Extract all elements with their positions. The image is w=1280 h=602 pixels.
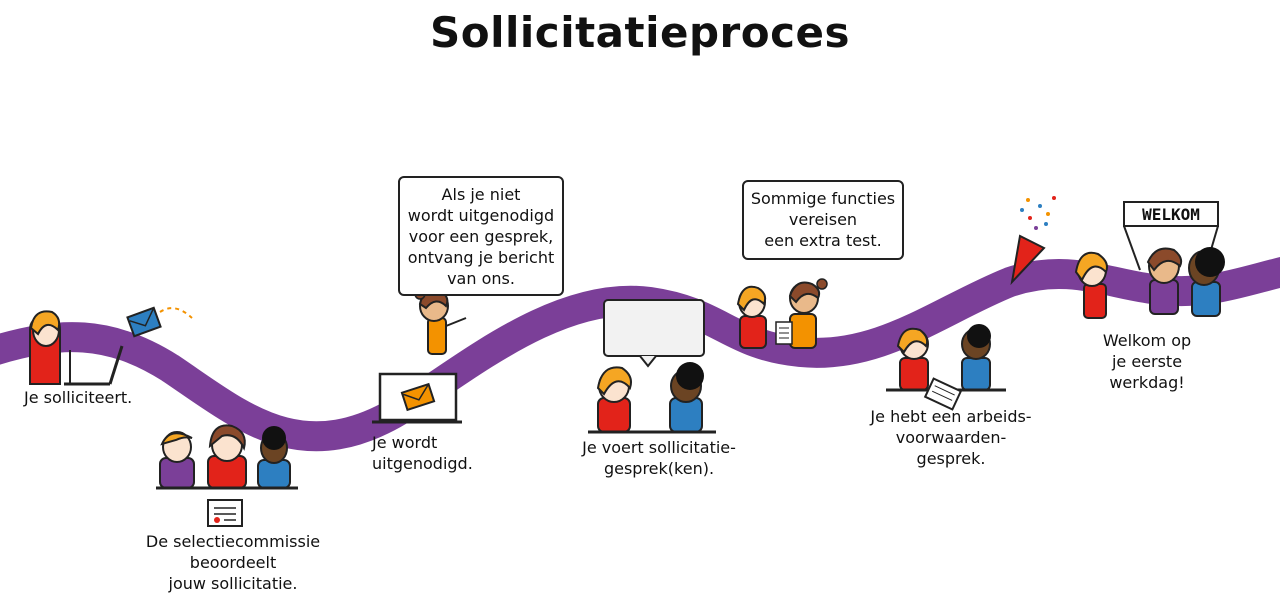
page-title: Sollicitatieproces bbox=[430, 8, 850, 57]
caption-line: Je hebt een arbeids- bbox=[870, 407, 1032, 426]
caption-line: gesprek(ken). bbox=[603, 459, 715, 478]
bubble-line: een extra test. bbox=[764, 231, 882, 250]
interviewer-figure bbox=[669, 362, 704, 433]
test-recruiter-figure bbox=[788, 278, 828, 349]
caption-line: uitgenodigd. bbox=[372, 454, 473, 473]
bubble-line: wordt uitgenodigd bbox=[407, 206, 555, 225]
caption-line: gesprek. bbox=[916, 449, 986, 468]
bubble-line: Sommige functies bbox=[750, 189, 896, 208]
caption-line: werkdag! bbox=[1109, 373, 1185, 392]
step-caption-invited: Je wordt uitgenodigd. bbox=[364, 432, 473, 474]
bubble-line: vereisen bbox=[788, 210, 858, 229]
party-popper-icon bbox=[1010, 196, 1056, 286]
test-candidate-figure bbox=[736, 285, 767, 349]
bubble-line: van ons. bbox=[447, 269, 515, 288]
test-speech-bubble: Sommige functies vereisen een extra test… bbox=[742, 180, 904, 260]
bubble-line: ontvang je bericht bbox=[407, 248, 555, 267]
applicant-figure bbox=[29, 310, 71, 385]
conditions-employer-figure bbox=[961, 324, 991, 391]
step-caption-first-day: Welkom op je eerste werkdag! bbox=[1092, 330, 1202, 393]
laptop-icon bbox=[64, 345, 124, 386]
welcome-banner: WELKOM bbox=[1123, 201, 1219, 271]
step-caption-review: De selectiecommissie beoordeelt jouw sol… bbox=[140, 531, 326, 594]
bubble-line: voor een gesprek, bbox=[408, 227, 554, 246]
caption-line: jouw sollicitatie. bbox=[168, 574, 298, 593]
interview-candidate-figure bbox=[596, 366, 632, 433]
step-caption-interview: Je voert sollicitatie- gesprek(ken). bbox=[566, 437, 752, 479]
recruiter-figure-1 bbox=[414, 288, 467, 355]
welcome-colleague-figure-1 bbox=[1146, 247, 1183, 315]
caption-line: Welkom op bbox=[1102, 331, 1192, 350]
document-icon bbox=[207, 499, 243, 527]
welcome-newcomer-figure bbox=[1074, 251, 1108, 319]
step-caption-conditions: Je hebt een arbeids- voorwaarden- gespre… bbox=[858, 406, 1044, 469]
conditions-candidate-figure bbox=[896, 327, 929, 391]
caption-line: Je solliciteert. bbox=[24, 388, 133, 407]
caption-line: De selectiecommissie bbox=[145, 532, 321, 551]
selection-committee bbox=[156, 424, 298, 490]
envelope-icon bbox=[126, 306, 193, 338]
interview-empty-bubble bbox=[603, 299, 705, 368]
invitation-speech-bubble: Als je niet wordt uitgenodigd voor een g… bbox=[398, 176, 564, 296]
contract-icon bbox=[923, 377, 963, 411]
step-caption-apply: Je solliciteert. bbox=[10, 387, 174, 408]
test-form-icon bbox=[775, 321, 793, 345]
caption-line: Je voert sollicitatie- bbox=[582, 438, 736, 457]
welcome-banner-text: WELKOM bbox=[1142, 205, 1200, 224]
caption-line: Je wordt bbox=[372, 433, 438, 452]
caption-line: beoordeelt bbox=[189, 553, 277, 572]
caption-line: voorwaarden- bbox=[895, 428, 1007, 447]
caption-line: je eerste bbox=[1111, 352, 1183, 371]
bubble-line: Als je niet bbox=[441, 185, 521, 204]
welcome-colleague-figure-2 bbox=[1188, 247, 1225, 317]
invitation-envelope-icon bbox=[400, 382, 436, 412]
